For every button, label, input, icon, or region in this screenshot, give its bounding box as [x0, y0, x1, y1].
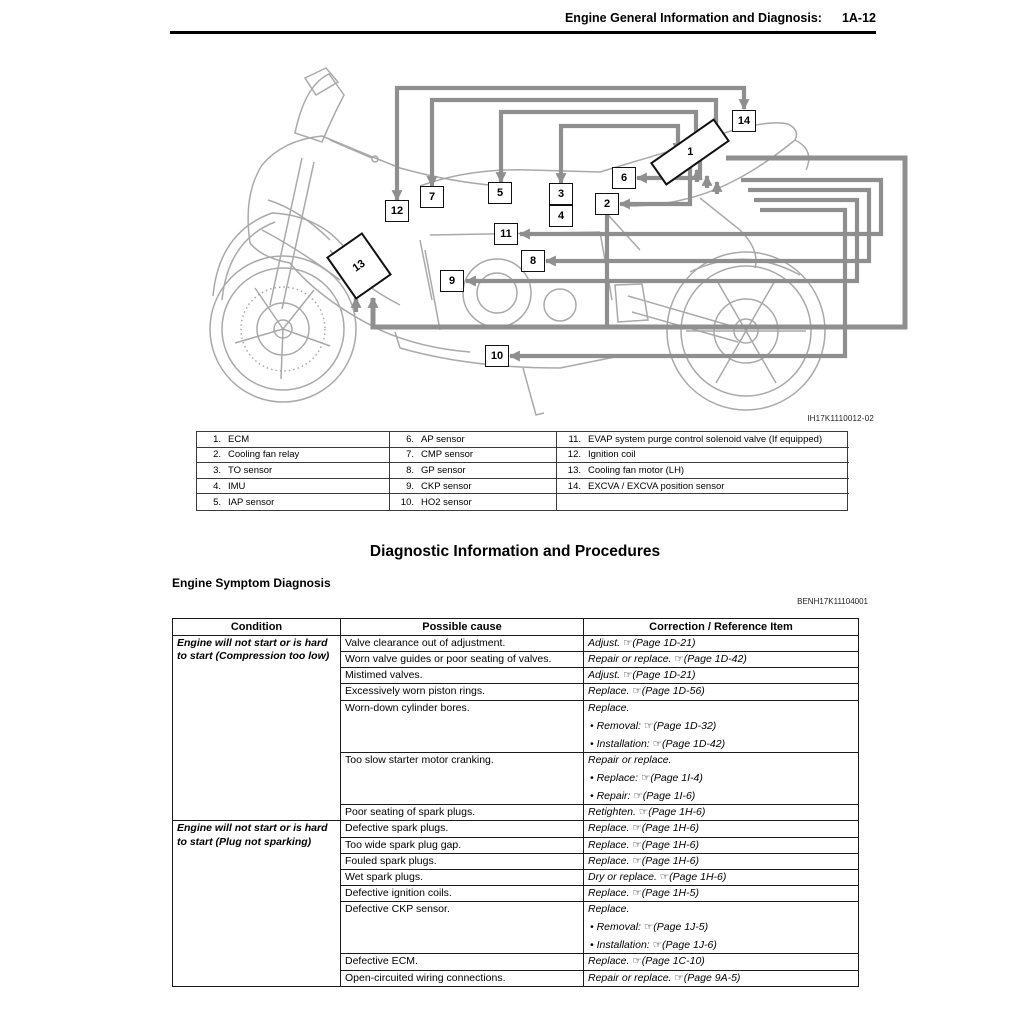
correction-cell: Replace. ☞(Page 1H-6) [583, 820, 859, 838]
legend-item: 11.EVAP system purge control solenoid va… [557, 432, 849, 448]
legend-table: 1.ECM 2.Cooling fan relay 3.TO sensor 4.… [196, 431, 849, 511]
header-page-code: 1A-12 [841, 11, 876, 25]
legend-item: 7.CMP sensor [390, 448, 556, 464]
condition-cell: Engine will not start or is hard to star… [172, 820, 341, 987]
cause-cell: Excessively worn piston rings. [340, 683, 584, 701]
cause-cell: Defective CKP sensor. [340, 900, 584, 955]
correction-cell: Repair or replace. • Replace: ☞(Page 1I-… [583, 751, 859, 806]
table-row: Worn valve guides or poor seating of val… [173, 651, 859, 669]
legend-column-2: 6.AP sensor 7.CMP sensor 8.GP sensor 9.C… [390, 432, 557, 510]
legend-item: 8.GP sensor [390, 463, 556, 479]
column-header-cause: Possible cause [340, 618, 584, 636]
legend-item: 10.HO2 sensor [400, 496, 472, 508]
correction-cell: Adjust. ☞(Page 1D-21) [583, 667, 859, 685]
cause-cell: Too slow starter motor cranking. [340, 751, 584, 806]
callout-7: 7 [420, 186, 444, 208]
callout-11: 11 [494, 223, 518, 245]
figure-caption: IH17K1110012-02 [807, 414, 874, 423]
table-header-row: Condition Possible cause Correction / Re… [172, 618, 859, 636]
legend-item: 6.AP sensor [390, 432, 556, 448]
legend-item: 1.ECM [197, 432, 389, 448]
header-title: Engine General Information and Diagnosis… [564, 11, 822, 25]
callout-6: 6 [612, 167, 636, 189]
correction-cell: Replace. • Removal: ☞(Page 1D-32) • Inst… [583, 699, 859, 753]
cause-cell: Defective ECM. [340, 953, 584, 971]
table-row: Engine will not start or is hard to star… [172, 820, 859, 987]
table-row: Mistimed valves. Adjust. ☞(Page 1D-21) [173, 667, 859, 685]
callout-4: 4 [549, 205, 573, 227]
correction-cell: Replace. ☞(Page 1H-6) [583, 836, 859, 854]
motorcycle-art [209, 67, 826, 416]
callout-14: 14 [732, 110, 756, 132]
callout-8: 8 [521, 250, 545, 272]
correction-cell: Replace. • Removal: ☞(Page 1J-5) • Insta… [583, 900, 859, 955]
cause-cell: Valve clearance out of adjustment. [340, 634, 584, 653]
table-row: Too wide spark plug gap. Replace. ☞(Page… [173, 836, 859, 854]
table-row: Defective ECM. Replace. ☞(Page 1C-10) [173, 953, 859, 971]
header-rule [170, 31, 876, 34]
correction-cell: Repair or replace. ☞(Page 9A-5) [583, 969, 859, 987]
legend-column-1: 1.ECM 2.Cooling fan relay 3.TO sensor 4.… [197, 432, 390, 510]
correction-cell: Replace. ☞(Page 1C-10) [583, 953, 859, 971]
legend-item: 4.IMU [197, 479, 389, 495]
cause-cell: Defective spark plugs. [340, 820, 584, 838]
table-row: Worn-down cylinder bores. Replace. • Rem… [173, 699, 859, 753]
legend-item: 14.EXCVA / EXCVA position sensor [557, 479, 849, 495]
cause-cell: Too wide spark plug gap. [340, 836, 584, 854]
legend-item: 12.Ignition coil [557, 448, 849, 464]
diagnosis-table: Condition Possible cause Correction / Re… [172, 618, 859, 987]
page-header: Engine General Information and Diagnosis… [565, 11, 876, 25]
correction-cell: Replace. ☞(Page 1H-6) [583, 852, 859, 870]
correction-cell: Adjust. ☞(Page 1D-21) [583, 634, 859, 653]
cause-cell: Wet spark plugs. [340, 868, 584, 886]
legend-item: 2.Cooling fan relay [197, 448, 389, 464]
table-row: Open-circuited wiring connections. Repai… [173, 969, 859, 987]
table-row: Excessively worn piston rings. Replace. … [173, 683, 859, 701]
legend-item: 9.CKP sensor [390, 479, 556, 495]
legend-item: 5.IAP sensor [213, 496, 275, 508]
correction-cell: Repair or replace. ☞(Page 1D-42) [583, 651, 859, 669]
reference-code: BENH17K11104001 [797, 597, 868, 606]
section-heading: Diagnostic Information and Procedures [369, 543, 661, 560]
cause-cell: Fouled spark plugs. [340, 852, 584, 870]
table-row: Poor seating of spark plugs. Retighten. … [173, 804, 859, 822]
cause-cell: Worn valve guides or poor seating of val… [340, 651, 584, 669]
legend-item: 3.TO sensor [197, 463, 389, 479]
cause-cell: Poor seating of spark plugs. [340, 804, 584, 822]
legend-item [557, 494, 849, 510]
callout-10: 10 [485, 345, 509, 367]
table-row: Engine will not start or is hard to star… [172, 634, 859, 822]
column-header-correction: Correction / Reference Item [583, 618, 859, 636]
callout-12: 12 [385, 200, 409, 222]
legend-item: 13.Cooling fan motor (LH) [557, 463, 849, 479]
table-row: Wet spark plugs. Dry or replace. ☞(Page … [173, 868, 859, 886]
table-row: Too slow starter motor cranking. Repair … [173, 751, 859, 806]
callout-9: 9 [440, 270, 464, 292]
correction-cell: Retighten. ☞(Page 1H-6) [583, 804, 859, 822]
wire-routing [350, 85, 908, 362]
cause-cell: Defective ignition coils. [340, 884, 584, 903]
callout-2: 2 [595, 193, 619, 215]
condition-cell: Engine will not start or is hard to star… [172, 634, 341, 822]
correction-cell: Dry or replace. ☞(Page 1H-6) [583, 868, 859, 886]
callout-3: 3 [549, 183, 573, 205]
correction-cell: Replace. ☞(Page 1D-56) [583, 683, 859, 701]
subsection-heading: Engine Symptom Diagnosis [172, 576, 331, 590]
callout-5: 5 [488, 182, 512, 204]
cause-cell: Open-circuited wiring connections. [340, 969, 584, 987]
column-header-condition: Condition [172, 618, 341, 636]
correction-cell: Replace. ☞(Page 1H-5) [583, 884, 859, 903]
cause-cell: Mistimed valves. [340, 667, 584, 685]
table-row: Defective ignition coils. Replace. ☞(Pag… [173, 884, 859, 903]
cause-cell: Worn-down cylinder bores. [340, 699, 584, 753]
legend-column-3: 11.EVAP system purge control solenoid va… [557, 432, 849, 510]
